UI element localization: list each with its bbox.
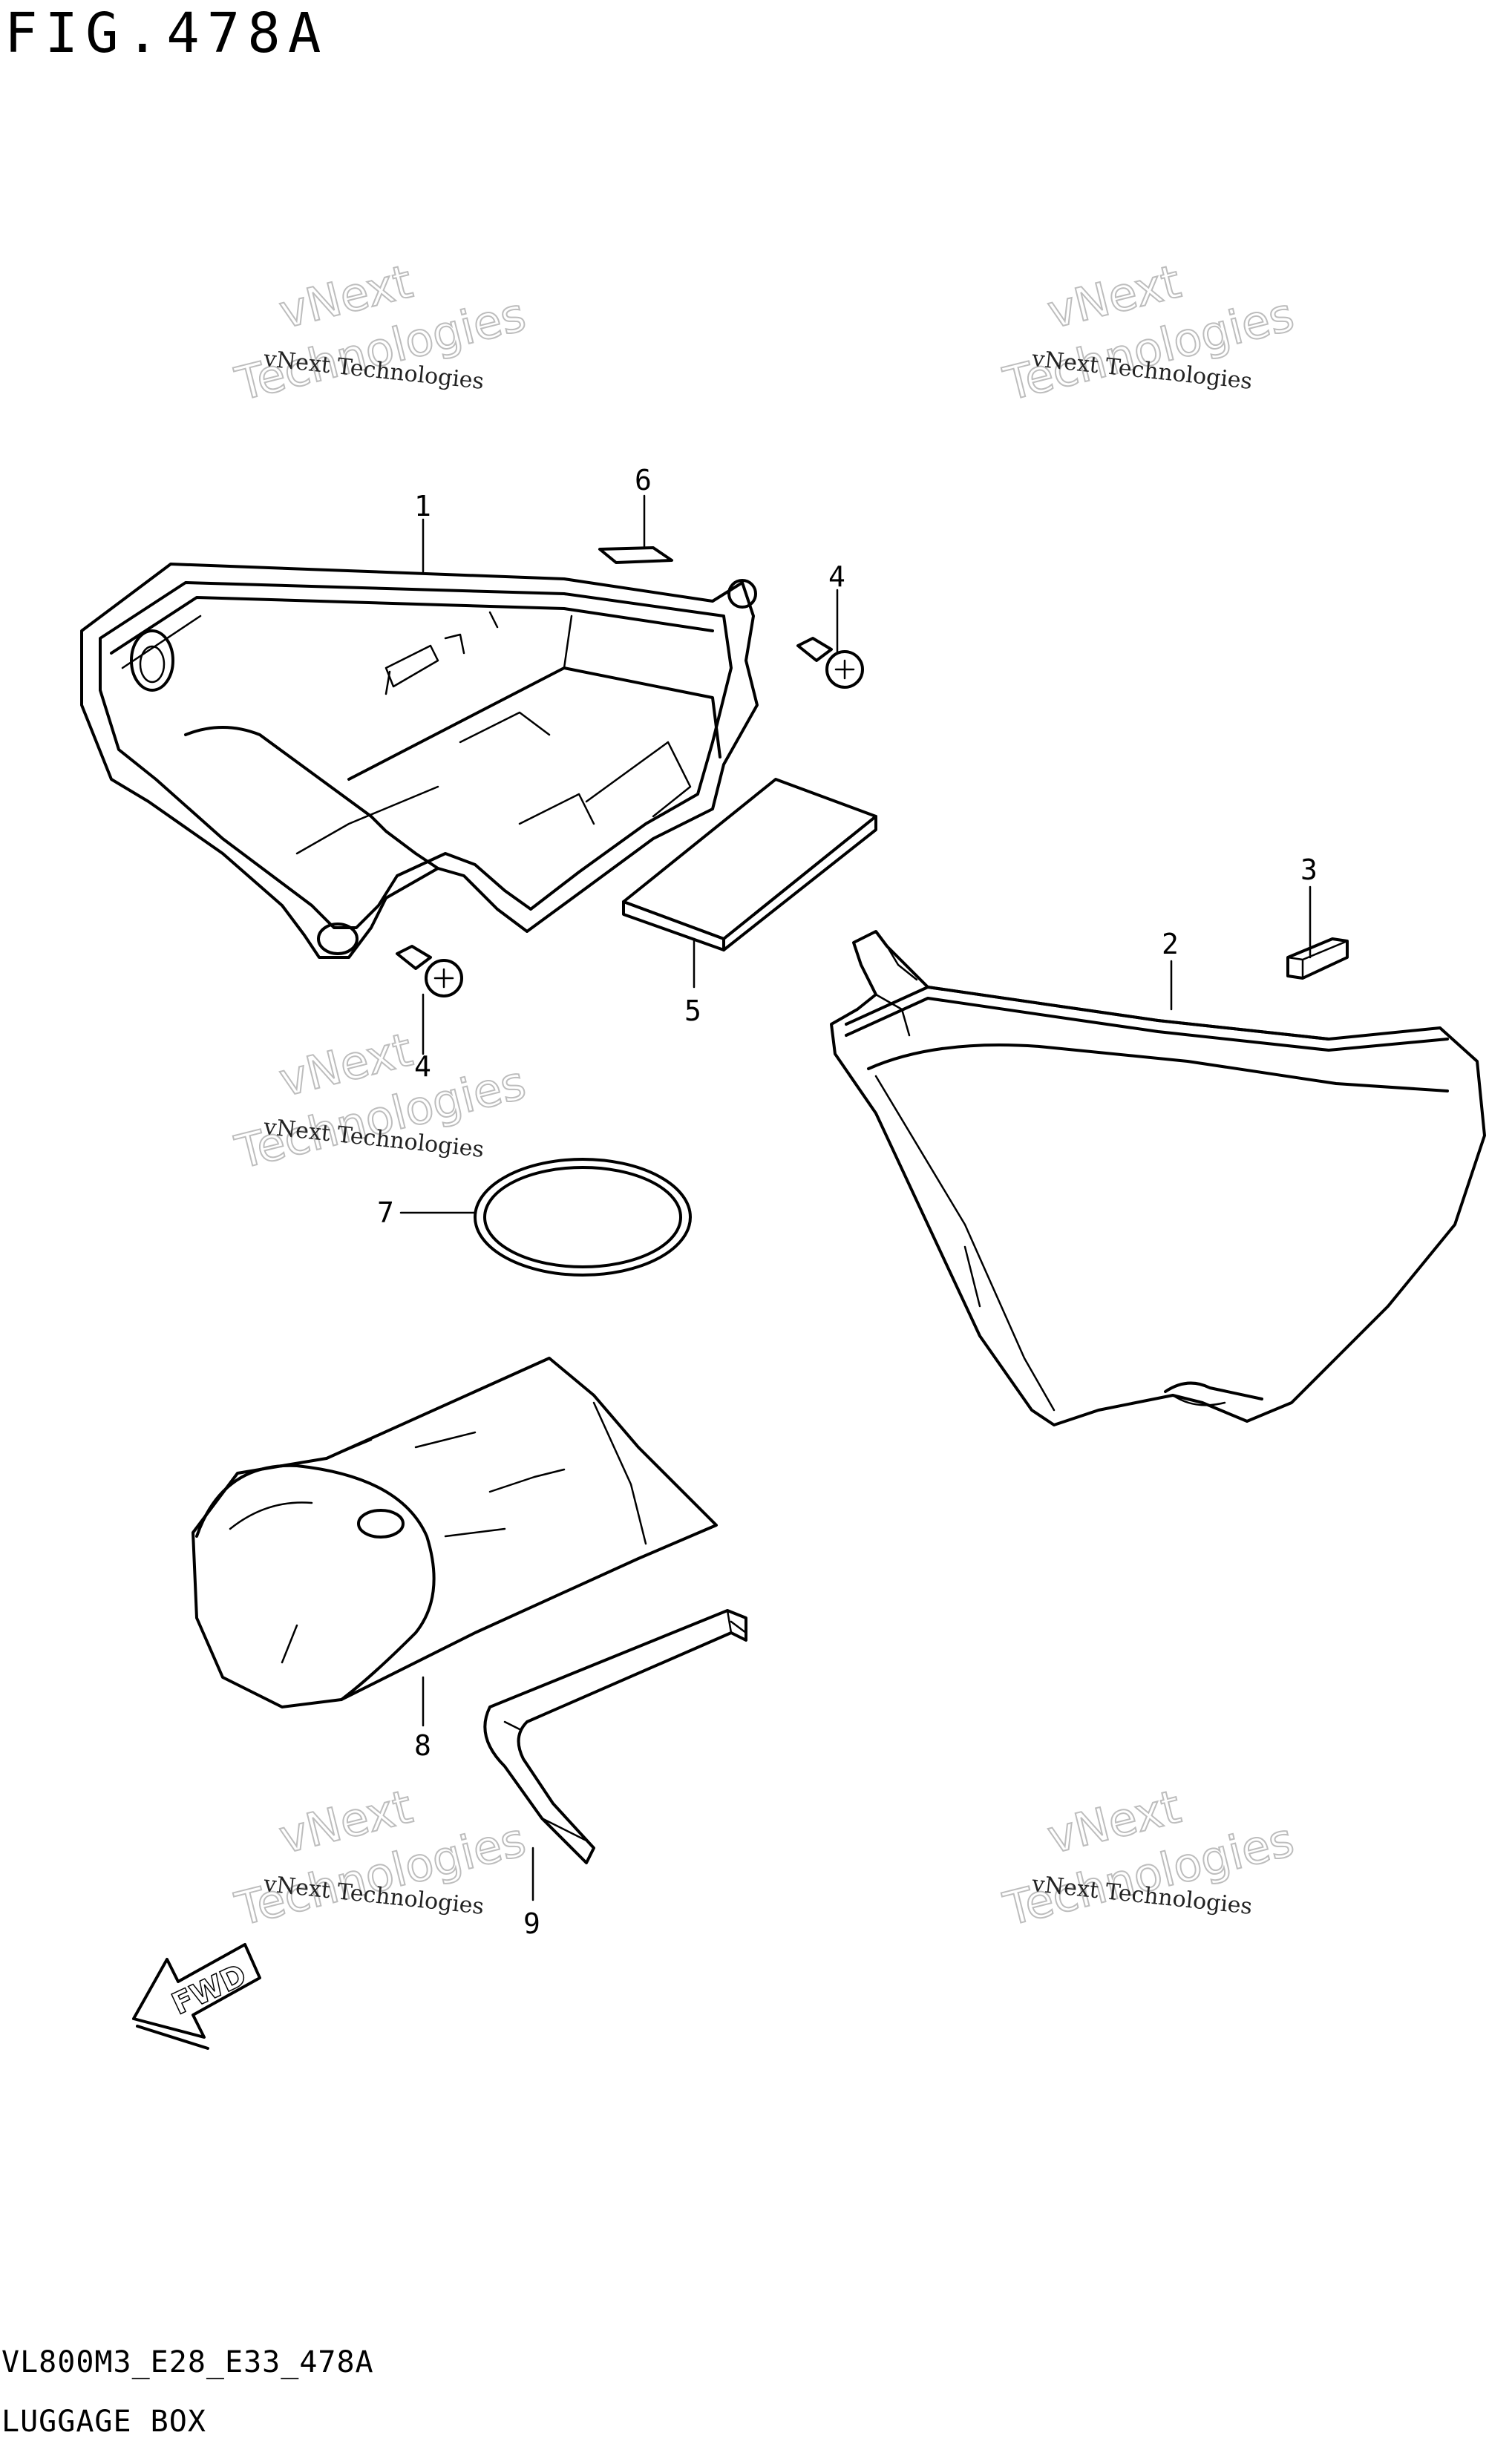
block-3-drawing: [1286, 937, 1349, 980]
part-9-number: 9: [523, 1907, 540, 1940]
luggage-box-drawing: [80, 563, 759, 959]
part-6-number: 6: [635, 464, 652, 497]
mat-5-drawing: [622, 778, 877, 951]
cover-2-drawing: [830, 930, 1486, 1426]
leader-lines: [399, 494, 1312, 1901]
watermark-6: vNext Technologies vNext Technologies: [998, 1778, 1300, 1937]
wrench-9-drawing: [483, 1609, 747, 1864]
part-7-number: 7: [377, 1196, 394, 1229]
part-4b-number: 4: [414, 1050, 431, 1083]
screw-4a-drawing: [796, 637, 864, 689]
watermark-2: vNext Technologies vNext Technologies: [998, 253, 1300, 412]
pad-6-drawing: [598, 546, 673, 564]
screw-4b-drawing: [396, 945, 463, 997]
figure-title: FIG.478A: [4, 1, 329, 65]
part-2-number: 2: [1162, 928, 1179, 960]
part-5-number: 5: [684, 995, 701, 1027]
part-3-number: 3: [1300, 853, 1318, 886]
part-numbers: 1 2 3 4 4 5 6 7 8 9: [377, 464, 1318, 1940]
o-ring-7-drawing: [474, 1158, 692, 1277]
fwd-arrow-icon: FWD: [132, 1943, 261, 2050]
part-8-number: 8: [414, 1729, 431, 1762]
part-4a-number: 4: [828, 560, 845, 593]
part-1-number: 1: [414, 490, 431, 522]
model-code: VL800M3_E28_E33_478A: [1, 2345, 374, 2379]
section-name: LUGGAGE BOX: [1, 2405, 206, 2439]
watermark-5: vNext Technologies vNext Technologies: [229, 1778, 531, 1937]
bag-8-drawing: [192, 1357, 718, 1708]
watermark-1: vNext Technologies vNext Technologies: [229, 253, 531, 412]
